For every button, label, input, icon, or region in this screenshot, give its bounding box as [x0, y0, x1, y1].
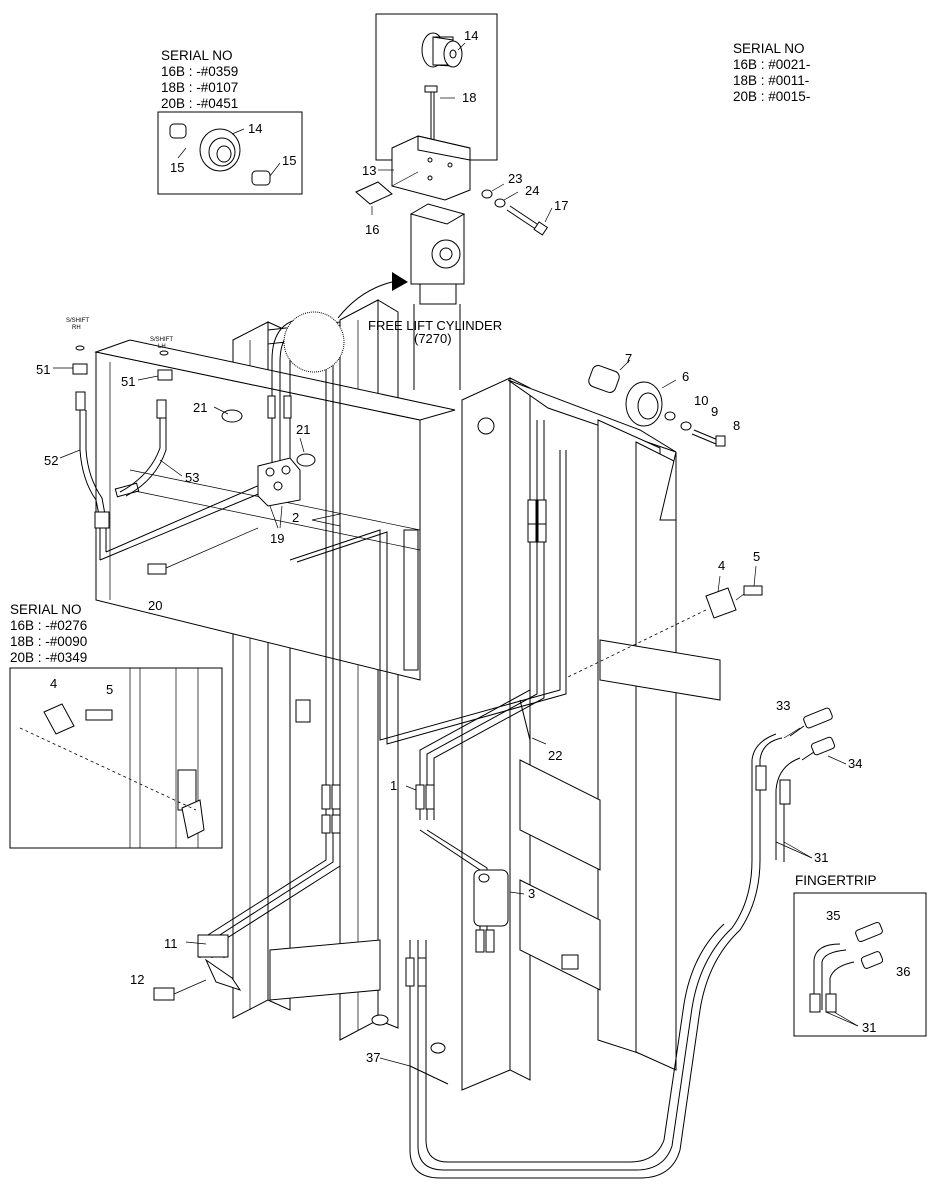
sshift-lh-sub: LH	[158, 344, 166, 350]
callout-37: 37	[366, 1050, 380, 1065]
callout-3: 3	[528, 886, 535, 901]
inset-fingertrip	[793, 892, 927, 1037]
callout-21-left: 21	[193, 400, 207, 415]
callout-1: 1	[390, 778, 397, 793]
callout-17: 17	[554, 198, 568, 213]
manifold-block	[147, 406, 341, 575]
callout-14-inset: 14	[248, 121, 262, 136]
callout-51-right: 51	[121, 374, 135, 389]
free-lift-cylinder-label: FREE LIFT CYLINDER	[368, 318, 502, 333]
callout-5: 5	[753, 549, 760, 564]
callout-21-right: 21	[296, 422, 310, 437]
serial-block-mid-left: SERIAL NO 16B : -#0276 18B : -#0090 20B …	[10, 602, 87, 665]
serial-block-top-right: SERIAL NO 16B : #0021- 18B : #0011- 20B …	[733, 41, 810, 104]
callout-53: 53	[185, 470, 199, 485]
callout-22: 22	[548, 748, 562, 763]
callout-8: 8	[733, 418, 740, 433]
mast-inner	[430, 377, 721, 1091]
right-hose-assembly	[405, 420, 801, 1179]
callout-4: 4	[718, 558, 725, 573]
serial-line: 20B : #0015-	[733, 89, 810, 104]
sshift-lh-label: S/SHIFT	[150, 337, 173, 343]
serial-title: SERIAL NO	[10, 602, 82, 617]
inset-roller-old	[157, 111, 303, 195]
callout-12: 12	[130, 972, 144, 987]
serial-line: 16B : -#0359	[161, 64, 238, 79]
hose-bracket-11	[153, 934, 242, 1001]
fingertrip-label: FINGERTRIP	[795, 873, 877, 888]
carriage-plate	[94, 339, 456, 681]
callout-15-right: 15	[282, 153, 296, 168]
callout-13: 13	[362, 163, 376, 178]
callout-34: 34	[848, 756, 862, 771]
callout-7: 7	[625, 351, 632, 366]
callout-31-inset: 31	[862, 1020, 876, 1035]
serial-line: 20B : -#0451	[161, 96, 238, 111]
serial-line: 18B : #0011-	[733, 73, 809, 88]
callout-14: 14	[464, 28, 478, 43]
callout-33: 33	[776, 698, 790, 713]
serial-line: 20B : -#0349	[10, 650, 87, 665]
callout-31: 31	[814, 850, 828, 865]
inset-carriage-roller	[337, 13, 553, 390]
serial-title: SERIAL NO	[161, 48, 233, 63]
roller-assembly-right	[588, 359, 726, 447]
callout-23: 23	[508, 171, 522, 186]
callout-10: 10	[694, 393, 708, 408]
serial-line: 18B : -#0090	[10, 634, 87, 649]
callout-5-inset: 5	[106, 682, 113, 697]
free-lift-code-label: (7270)	[414, 331, 452, 346]
sshift-rh-label: S/SHIFT	[66, 318, 89, 324]
sshift-rh-sub: RH	[72, 325, 81, 331]
callout-18: 18	[462, 90, 476, 105]
leader-lines	[53, 367, 847, 1067]
callout-20: 20	[148, 598, 162, 613]
callout-2: 2	[292, 510, 299, 525]
callouts: 14 18 13 23 24 17 16 14 15 15 51 51 52 5…	[36, 28, 910, 1065]
callout-24: 24	[525, 183, 539, 198]
callout-36: 36	[896, 964, 910, 979]
callout-51-left: 51	[36, 362, 50, 377]
serial-title: SERIAL NO	[733, 41, 805, 56]
clamp-4-5	[565, 585, 763, 679]
serial-block-top-left: SERIAL NO 16B : -#0359 18B : -#0107 20B …	[161, 48, 238, 111]
sshift-labels: S/SHIFT RH S/SHIFT LH	[66, 318, 173, 350]
callout-11: 11	[164, 936, 178, 951]
callout-9: 9	[711, 404, 718, 419]
callout-19: 19	[270, 531, 284, 546]
callout-52: 52	[44, 453, 58, 468]
serial-line: 18B : -#0107	[161, 80, 238, 95]
callout-35: 35	[826, 908, 840, 923]
callout-15-left: 15	[170, 160, 184, 175]
serial-line: 16B : #0021-	[733, 57, 810, 72]
callout-16: 16	[365, 222, 379, 237]
inset-clamp-old	[9, 667, 223, 849]
fittings-33-34	[789, 707, 836, 761]
callout-4-inset: 4	[50, 676, 57, 691]
callout-6: 6	[682, 369, 689, 384]
serial-line: 16B : -#0276	[10, 618, 87, 633]
